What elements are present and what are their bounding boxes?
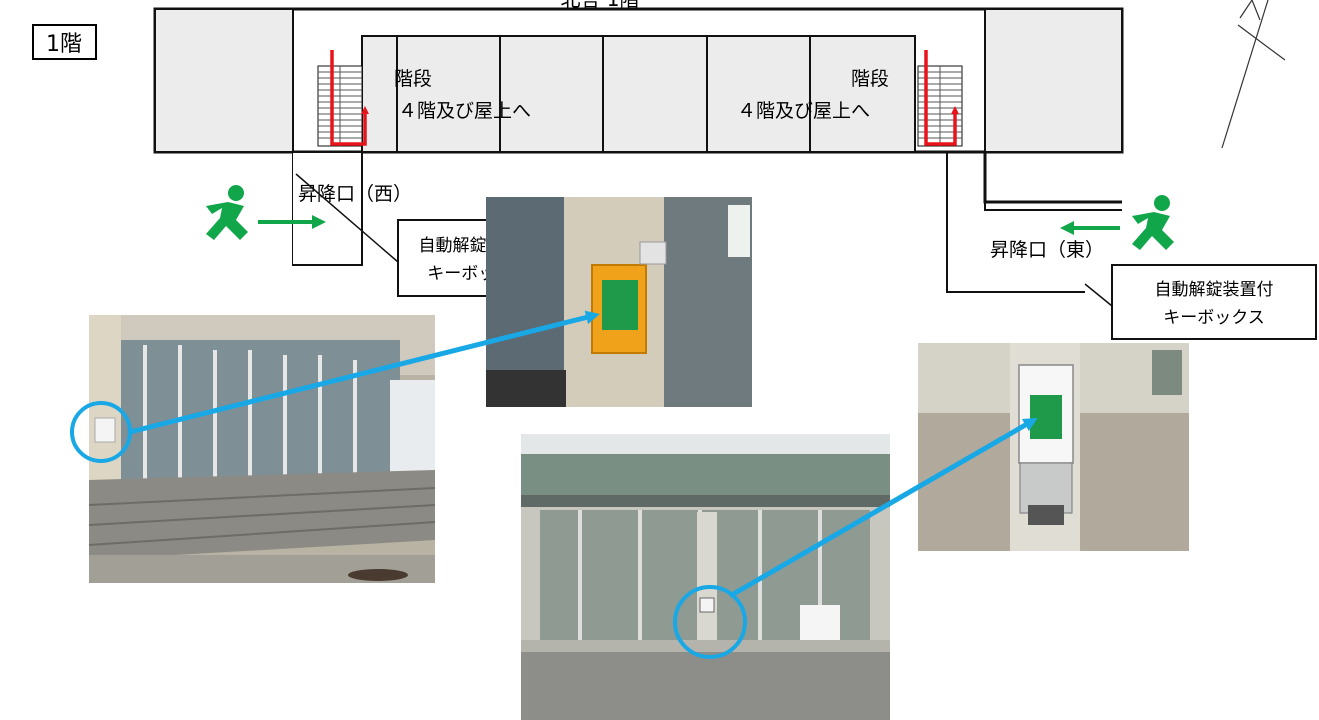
photo-west-keybox: [486, 197, 752, 407]
building-title: 北舎 1階: [560, 0, 639, 11]
entrance-east-outline: [946, 152, 1085, 293]
floor-label-box: 1階: [32, 24, 97, 60]
photo-east-keybox: [918, 343, 1189, 551]
photo-east-entrance: [521, 434, 890, 720]
entrance-west-label: 昇降口（西）: [298, 183, 412, 205]
keybox-east-line1: 自動解錠装置付: [1155, 280, 1274, 300]
keybox-east-line2: キーボックス: [1163, 308, 1265, 328]
entrance-east-outline: [984, 152, 1122, 211]
pointer-arrow-east: [728, 417, 1038, 599]
stairwell-west: [317, 50, 369, 147]
highlight-circle-east: [673, 585, 747, 659]
room-west-end: [156, 10, 292, 151]
stairs-east-destination: ４階及び屋上へ: [737, 100, 870, 122]
pointer-arrow-west: [129, 310, 600, 435]
floor-label: 1階: [46, 32, 82, 57]
callout-leader-east: [1084, 283, 1113, 307]
stair-arrow-icon: [924, 50, 959, 146]
running-person-icon: [1132, 195, 1174, 250]
callout-leader-west: [295, 173, 399, 263]
running-person-icon: [206, 185, 248, 240]
north-arrow-icon: [1221, 0, 1286, 149]
entrance-east-label: 昇降口（東）: [990, 239, 1104, 261]
stairs-west-destination: ４階及び屋上へ: [398, 100, 531, 122]
room-east-end: [986, 10, 1121, 151]
floor-plan: 階段 ４階及び屋上へ 階段 ４階及び屋上へ 昇降口（西） 昇降口（東）: [153, 7, 1124, 293]
stairs-east-label: 階段: [851, 68, 889, 90]
keybox-callout-east: 自動解錠装置付 キーボックス: [1111, 264, 1317, 340]
photo-west-entrance: [88, 315, 436, 583]
stairwell-east: [917, 50, 963, 147]
stairs-west-label: 階段: [394, 68, 432, 90]
stair-arrow-icon: [330, 50, 369, 146]
classroom-row: [361, 35, 916, 153]
